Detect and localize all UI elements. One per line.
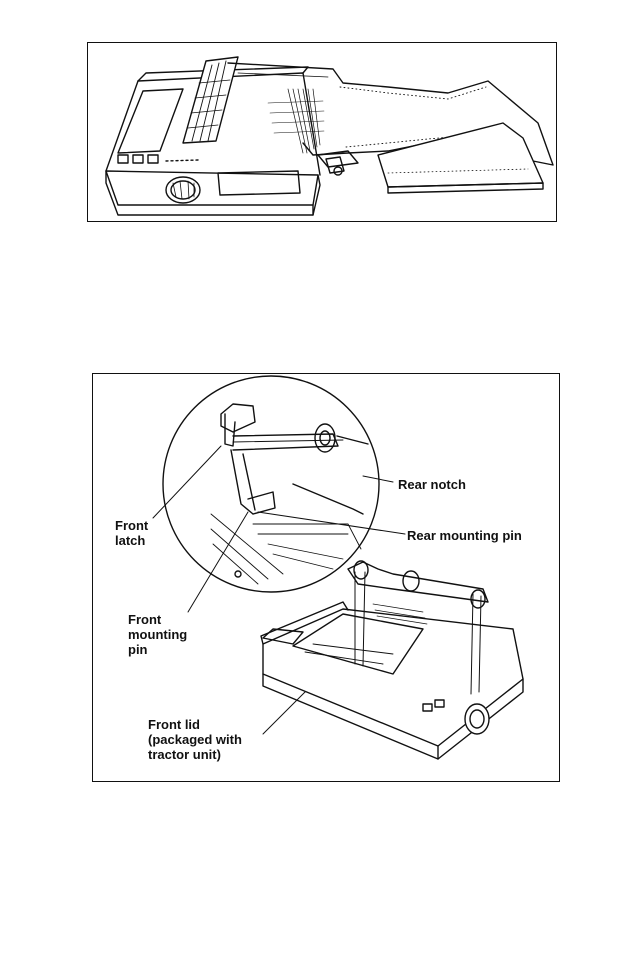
- label-front-latch: Front latch: [115, 518, 149, 548]
- label-rear-mounting-pin: Rear mounting pin: [407, 528, 522, 543]
- printer-paper-feed-illustration: [105, 56, 554, 216]
- label-rear-notch: Rear notch: [398, 477, 466, 492]
- label-front-lid: Front lid (packaged with tractor unit): [148, 717, 242, 762]
- figure-printer-paper-feed: [87, 42, 557, 222]
- tractor-installation-illustration: [152, 375, 524, 760]
- label-front-mounting-pin: Front mounting pin: [128, 612, 188, 657]
- figure-tractor-installation: Rear notch Rear mounting pin Front latch…: [92, 373, 560, 782]
- magnification-circle: [162, 375, 380, 593]
